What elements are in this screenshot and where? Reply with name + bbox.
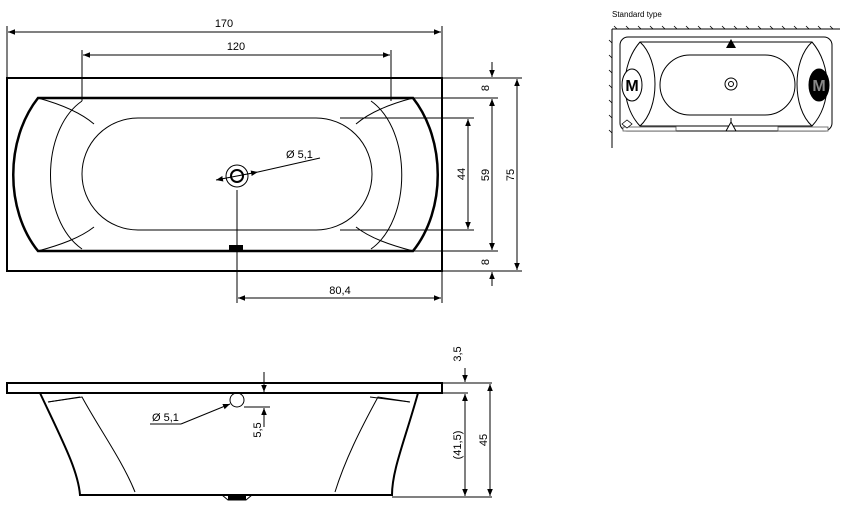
side-overflow <box>229 392 245 408</box>
dim-total-length: 170 <box>215 18 233 30</box>
side-backrest-left <box>47 396 136 493</box>
right-m-label: M <box>812 78 825 95</box>
dim-total-height: 45 <box>478 434 490 446</box>
backrest-left <box>50 100 83 250</box>
dim-bowl-width: 59 <box>480 169 492 181</box>
headrest-left-bottom <box>37 226 95 252</box>
mini-tub-rim <box>619 36 833 132</box>
outline-triangle-icon <box>725 120 737 132</box>
dim-drain-diameter: Ø 5,1 <box>286 149 313 161</box>
standard-type-title: Standard type <box>612 10 662 19</box>
dim-rim-bottom: 8 <box>480 259 492 265</box>
side-drain-fill <box>228 496 246 500</box>
right-plate <box>777 126 829 132</box>
dim-inner-length: 120 <box>227 41 245 53</box>
tub-basin-outline <box>12 96 439 253</box>
plan-view: 170 120 80,4 Ø 5,1 8 59 8 <box>6 18 522 303</box>
wall-hatching <box>608 25 834 134</box>
dim-rim-thickness: 3,5 <box>452 346 464 361</box>
tub-bowl <box>81 117 373 231</box>
dim-total-width: 75 <box>505 169 517 181</box>
filled-triangle-icon <box>726 39 736 48</box>
headrest-right-top <box>355 97 414 125</box>
dim-drain-offset: 80,4 <box>329 285 350 297</box>
left-plate <box>622 126 677 132</box>
headrest-right-bottom <box>355 226 414 252</box>
right-m-marker <box>808 68 830 102</box>
dim-inner-depth: (41,5) <box>452 431 464 460</box>
mini-drain <box>724 77 738 91</box>
mini-backrest-left <box>639 41 656 127</box>
tub-outer-rim <box>6 77 443 272</box>
side-rim <box>6 382 443 394</box>
left-m-label: M <box>625 78 638 95</box>
dim-overflow-depth: 5,5 <box>252 422 264 437</box>
left-m-marker <box>621 68 643 102</box>
dim-overflow-diameter: Ø 5,1 <box>152 412 179 424</box>
mini-backrest-right <box>796 41 813 127</box>
diamond-icon <box>621 119 633 129</box>
side-view: Ø 5,1 3,5 5,5 (41,5) 45 <box>6 346 493 501</box>
dim-rim-top: 8 <box>480 85 492 91</box>
backrest-right <box>370 100 403 250</box>
mini-drain-inner <box>728 81 734 87</box>
mini-tub-bowl <box>659 54 796 116</box>
side-body <box>39 392 419 496</box>
standard-type-diagram: Standard type M <box>608 10 840 148</box>
overflow-mark <box>229 245 243 250</box>
side-backrest-right <box>334 396 411 493</box>
dim-inner-width: 44 <box>456 168 468 180</box>
headrest-left-top <box>37 97 95 125</box>
